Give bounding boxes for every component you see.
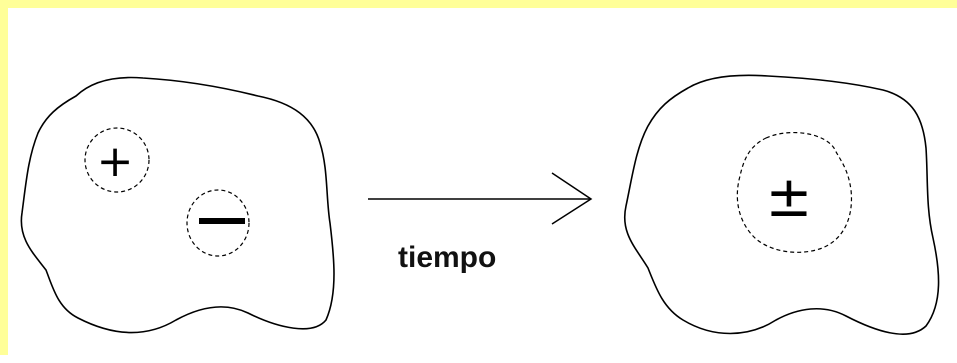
positive-charge-boundary <box>84 127 150 193</box>
final-region-outline <box>623 74 940 335</box>
negative-charge-boundary <box>186 189 250 257</box>
arrowhead <box>551 172 593 225</box>
initial-region: + <box>20 76 335 334</box>
final-region: ± <box>623 74 940 335</box>
time-arrow <box>368 172 593 225</box>
combined-charge-symbol: ± <box>766 165 813 230</box>
time-label: tiempo <box>398 241 496 274</box>
negative-charge-symbol <box>199 218 245 224</box>
combined-charge-boundary <box>736 131 853 253</box>
positive-charge-symbol: + <box>97 136 134 187</box>
diagram-frame: + tiempo ± <box>0 0 957 355</box>
initial-region-outline <box>20 76 335 334</box>
charge-recombination-diagram: + tiempo ± <box>20 74 940 335</box>
